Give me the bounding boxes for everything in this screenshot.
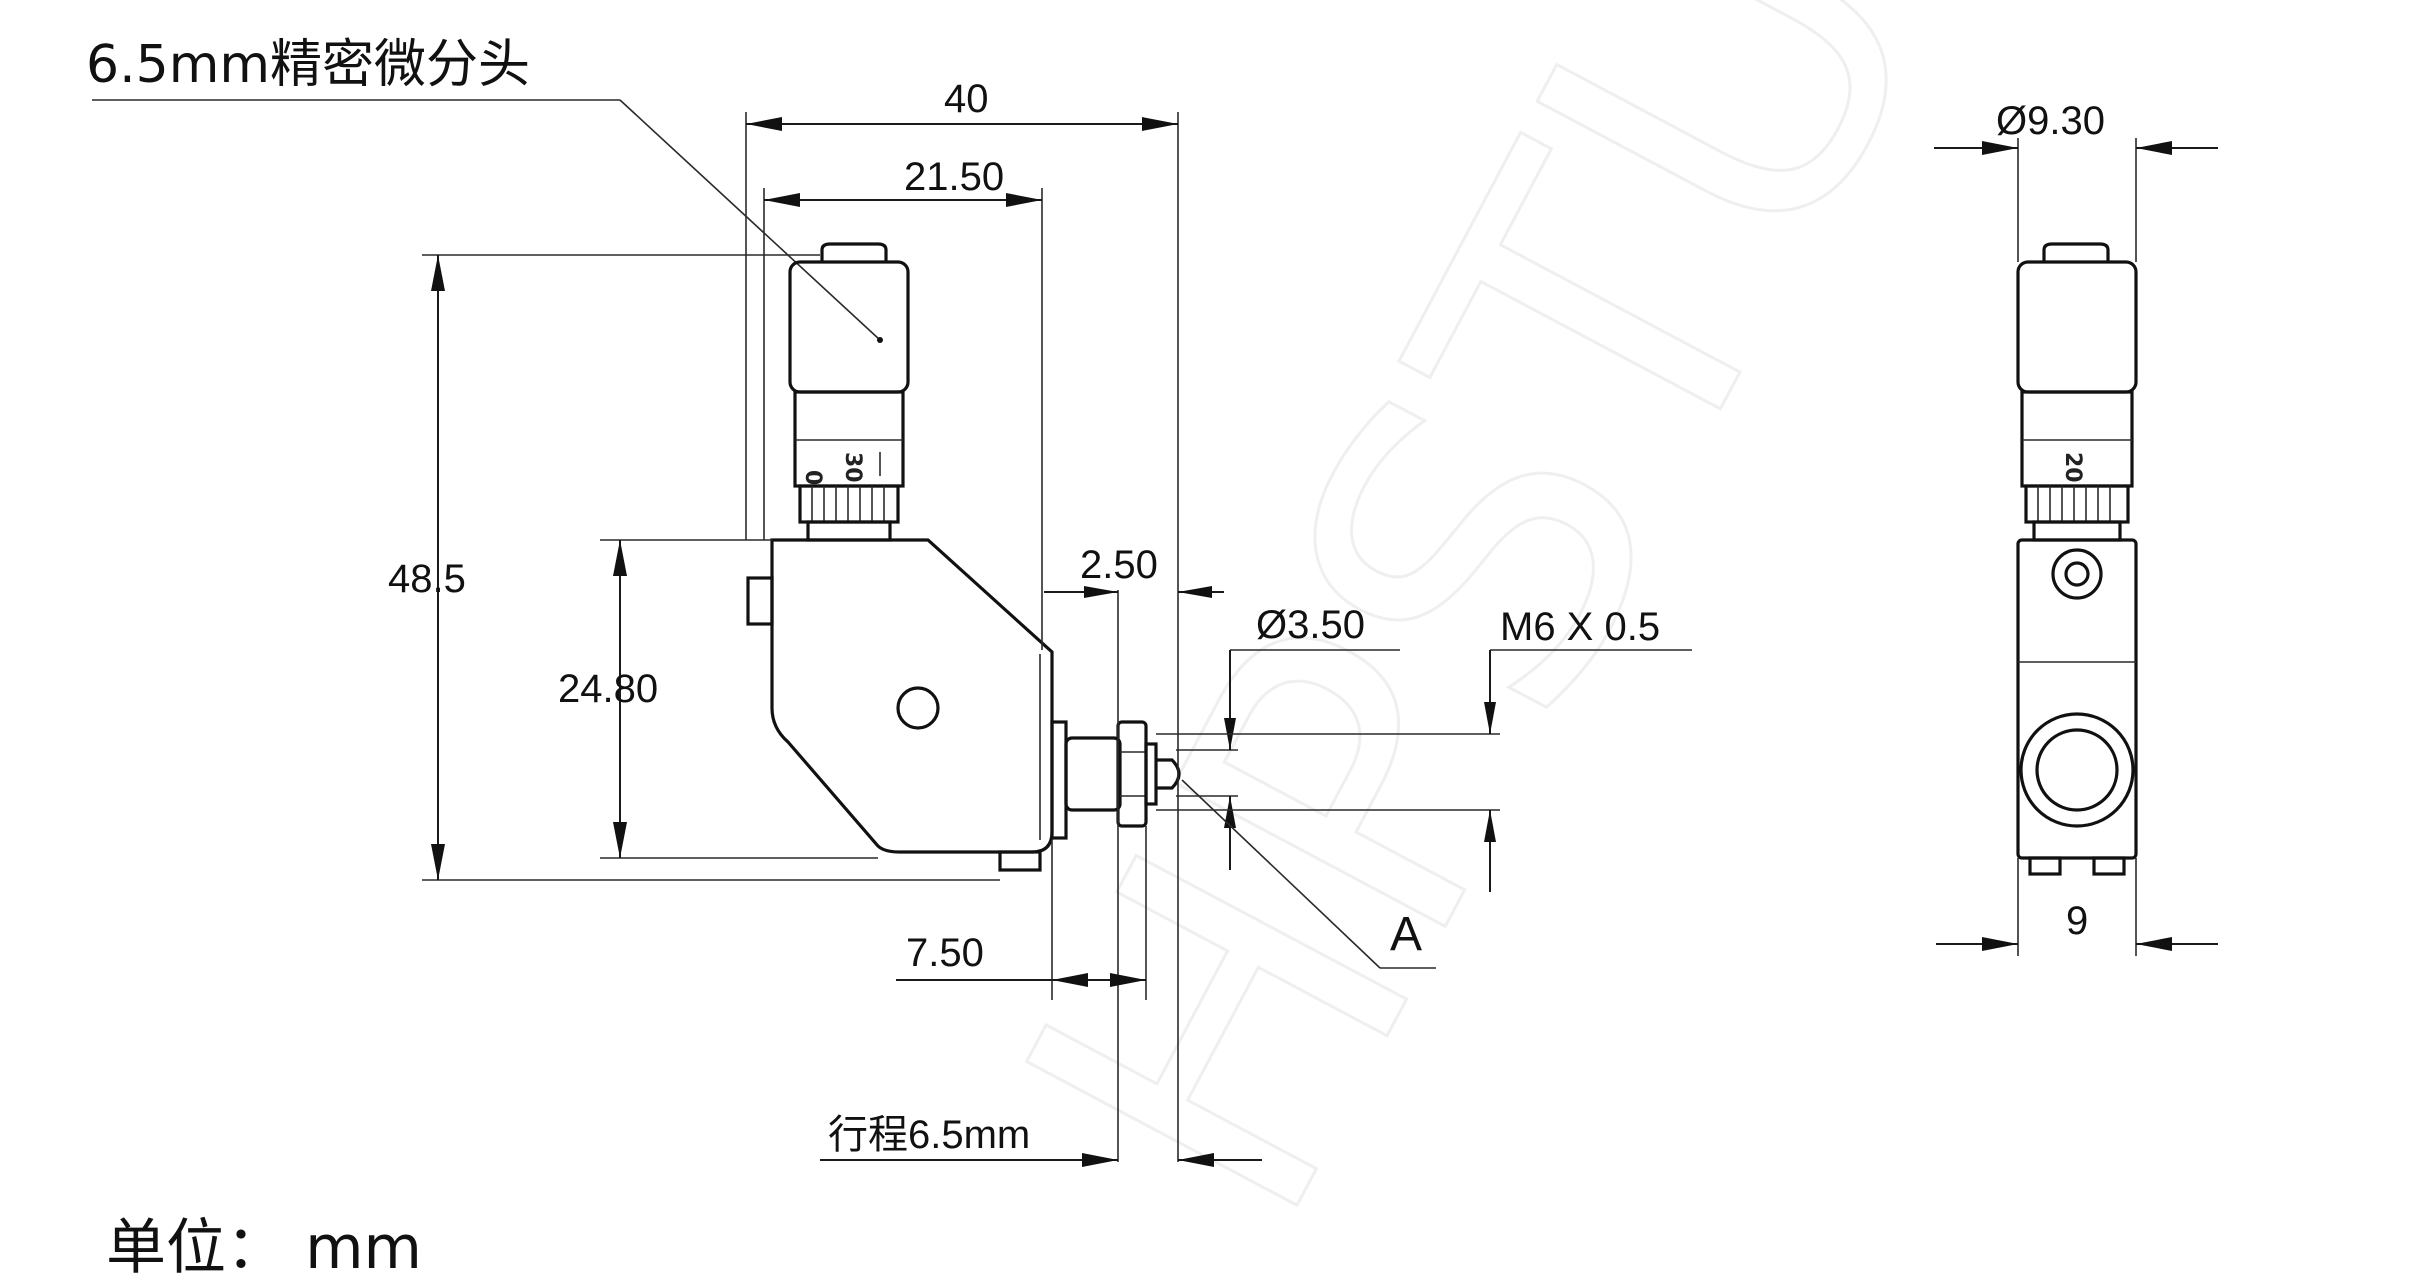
unit-note: 单位： mm [106,1213,422,1283]
side-scale-number-20: 20 [2060,452,2085,483]
watermark: HPSTU [934,0,2023,1287]
dim-shaft-length: 7.50 [896,826,1147,1000]
bottom-foot [998,850,1042,872]
dim-side-width: 9 [1936,858,2218,956]
side-body [2016,538,2138,860]
dim-thread-label: M6 X 0.5 [1500,605,1660,649]
dim-tip-diameter: Ø3.50 [1176,603,1400,870]
dim-gap-label: 2.50 [1080,543,1158,587]
side-mount-hole-inner [2064,561,2090,587]
dim-total-height-label: 48.5 [388,557,466,601]
spindle-sleeve [1064,736,1122,812]
mount-body [770,538,1054,854]
title-leader-line [619,99,881,341]
spindle-tip [1156,758,1181,790]
side-foot-left [2028,856,2062,876]
scale-number-0: 0 [800,470,825,485]
dim-total-height: 48.5 [388,254,1000,881]
dim-head-width: 21.50 [763,155,1043,650]
dim-shaft-length-label: 7.50 [906,931,984,975]
point-a-label: A [1390,908,1422,961]
side-screw [746,576,774,626]
dim-side-diameter: Ø9.30 [1934,99,2218,262]
side-spindle-outer [2019,712,2135,828]
dim-travel: 行程6.5mm [820,1113,1262,1167]
dim-head-width-label: 21.50 [904,155,1004,199]
side-spindle-inner [2035,728,2119,812]
front-view: 0 30 [746,242,1181,872]
point-a-callout: A [1181,779,1436,969]
side-neck [2032,520,2122,542]
micrometer-neck [806,520,892,542]
scale-number-30: 30 [840,452,865,483]
micrometer-barrel [788,260,910,394]
side-mount-hole [2051,548,2103,600]
dim-gap: 2.50 [1044,543,1224,1162]
dim-body-height-label: 24.80 [558,667,658,711]
micrometer-cap [820,242,888,262]
side-cap [2042,242,2110,262]
dim-thread: M6 X 0.5 [1156,605,1692,892]
side-view: 20 [2016,242,2138,876]
part-title: 6.5mm精密微分头 [86,35,530,95]
dim-tip-diameter-label: Ø3.50 [1256,603,1365,647]
dim-side-width-label: 9 [2066,899,2088,943]
dim-overall-width-label: 40 [944,77,989,121]
side-foot-right [2092,856,2126,876]
dim-side-diameter-label: Ø9.30 [1996,99,2105,143]
side-barrel [2016,260,2138,394]
side-knurl-ring [2024,484,2130,524]
mount-hole [896,686,940,730]
dim-travel-label: 行程6.5mm [828,1113,1030,1157]
title-leader-dot [877,337,883,343]
dim-body-height: 24.80 [558,539,878,859]
thread-end [1144,742,1158,806]
dim-overall-width: 40 [745,77,1179,1162]
